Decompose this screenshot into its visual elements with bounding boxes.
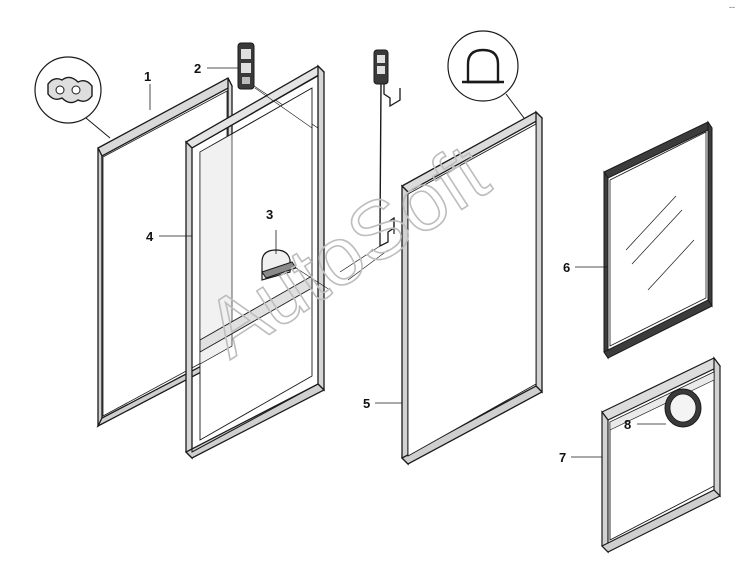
- part-5-door-panel: [400, 110, 544, 466]
- part-5-detail-bubble: [447, 30, 525, 119]
- corner-mark: --: [729, 2, 735, 12]
- callout-8: 8: [624, 417, 631, 432]
- leader-lines: [149, 67, 666, 458]
- part-1-detail-bubble: [34, 56, 111, 139]
- callout-7: 7: [559, 450, 566, 465]
- part-2-upper-hinge: [237, 42, 319, 129]
- callout-4: 4: [146, 229, 154, 244]
- callout-2: 2: [194, 61, 201, 76]
- part-3-latch-bracket: [261, 230, 331, 291]
- part-7-lower-panel: [600, 356, 722, 554]
- callout-3: 3: [266, 207, 273, 222]
- part-6-glass-panel: [603, 120, 713, 360]
- hinge-assembly: [339, 49, 401, 281]
- part-8-round-cover: [664, 388, 702, 428]
- part-1-seal-frame: [96, 77, 234, 428]
- callout-labels: 1 2 3 4 5 6 7 8: [144, 61, 631, 465]
- callout-6: 6: [563, 260, 570, 275]
- part-4-door-frame: [184, 64, 326, 460]
- callout-5: 5: [363, 396, 370, 411]
- callout-1: 1: [144, 69, 151, 84]
